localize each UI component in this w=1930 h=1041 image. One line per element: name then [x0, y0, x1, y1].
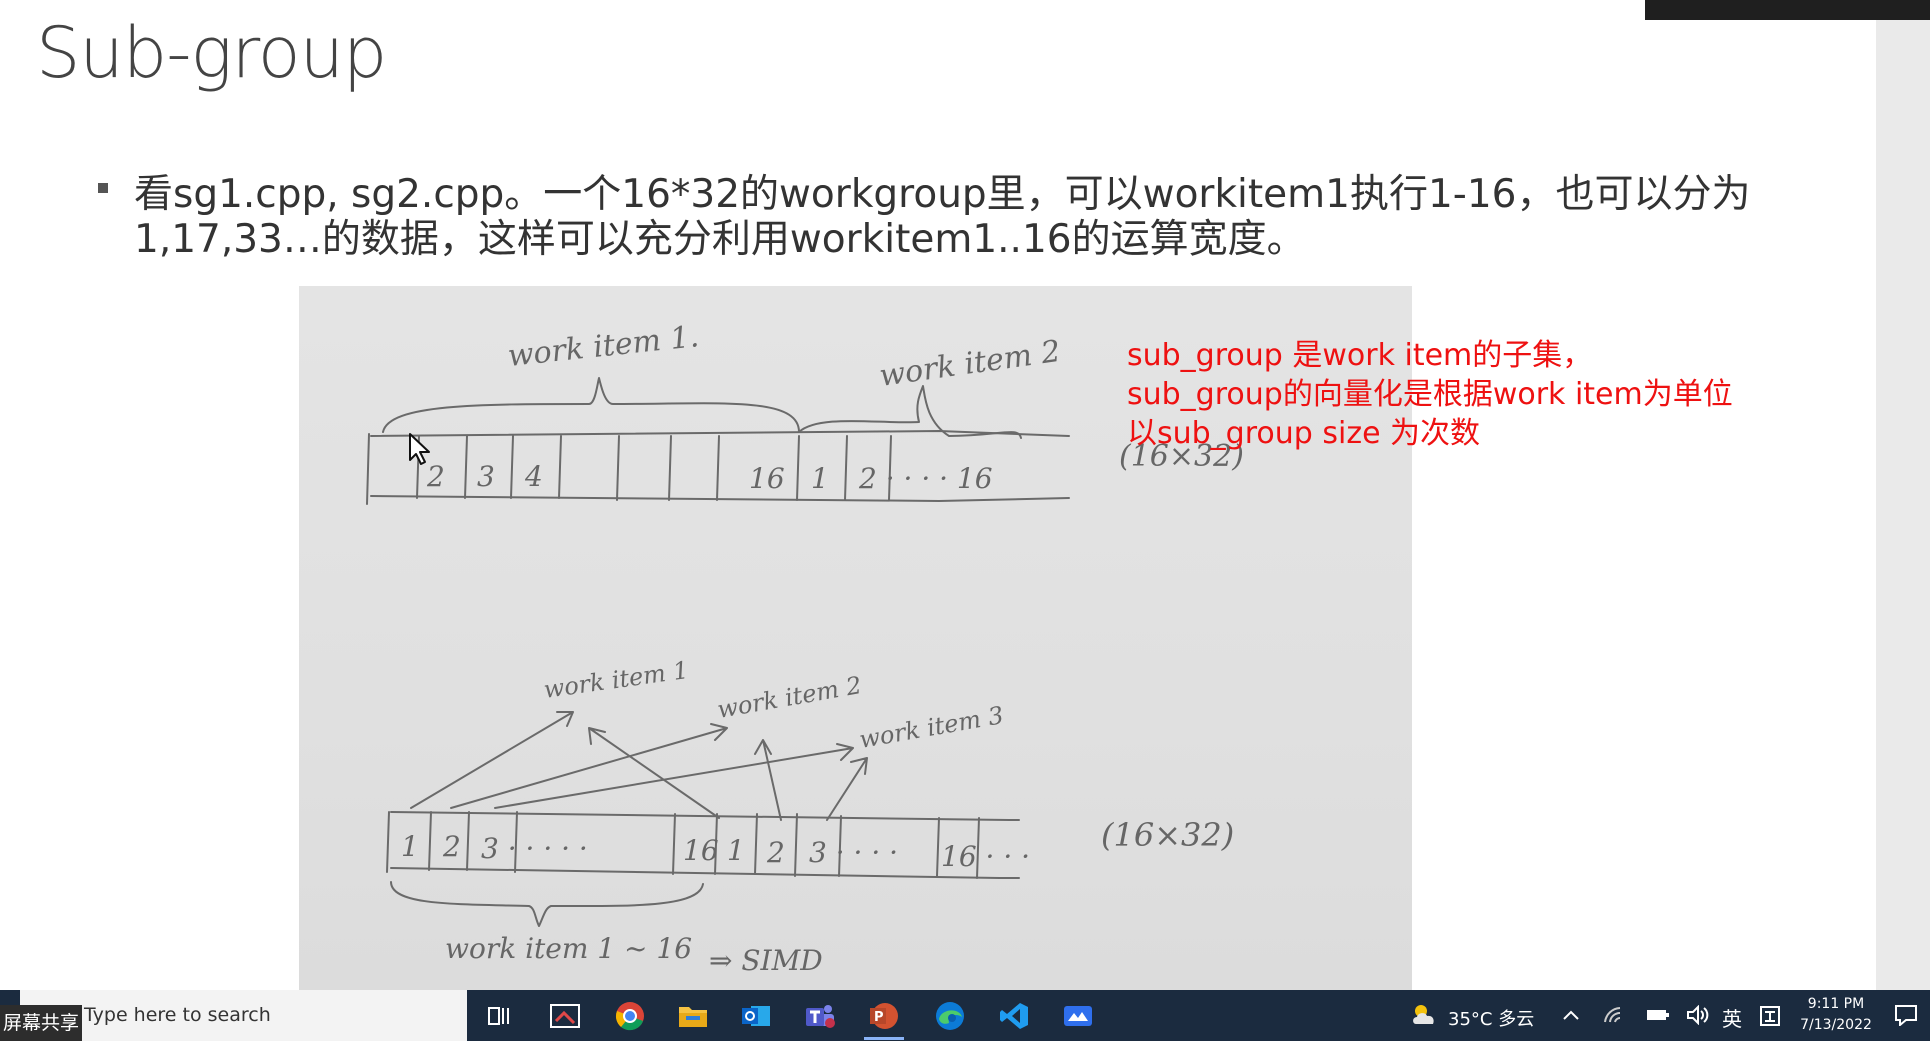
label-bottom-work-item-3: work item 3: [857, 701, 1005, 754]
file-explorer-icon[interactable]: [675, 1000, 711, 1032]
slide-title: Sub-group: [36, 12, 387, 94]
weather-text[interactable]: 35°C 多云: [1448, 1009, 1535, 1030]
vscode-icon[interactable]: [996, 1000, 1032, 1032]
right-side-panel: [1876, 0, 1930, 990]
bottom-cell-16b: 16 · · ·: [941, 840, 1030, 873]
meeting-banner: [1645, 0, 1930, 20]
note-line-2: sub_group的向量化是根据work item为单位: [1127, 377, 1733, 412]
presentation-slide: Sub-group 看sg1.cpp, sg2.cpp。一个16*32的work…: [36, 12, 1751, 990]
top-dims: (16×32): [1119, 439, 1244, 474]
ime-indicator[interactable]: 英: [1722, 1007, 1742, 1031]
label-bottom-work-item-1: work item 1: [542, 656, 690, 704]
search-placeholder: Type here to search: [84, 1004, 271, 1026]
label-bottom-work-item-2: work item 2: [715, 671, 863, 724]
edge-icon[interactable]: [932, 1000, 968, 1032]
bottom-dims: (16×32): [1101, 816, 1234, 854]
simd-label: ⇒ SIMD: [709, 944, 823, 977]
mouse-cursor-icon: [409, 433, 430, 465]
note-line-1: sub_group 是work item的子集，: [1127, 338, 1593, 373]
bottom-cell-3: 3 · · · · ·: [481, 832, 588, 865]
top-cell-2b: 2 · · · · 16: [858, 462, 993, 495]
brace-work-item-1: [382, 377, 800, 433]
brace-bottom: [390, 881, 704, 927]
meeting-app-icon[interactable]: [1060, 1000, 1096, 1032]
bullet-marker: [98, 183, 108, 193]
handwritten-diagram-photo: work item 1. work item 2 2 3 4 16 1 2 · …: [299, 286, 1412, 990]
wifi-icon[interactable]: [1602, 1004, 1626, 1026]
bottom-cell-1b: 1: [727, 834, 745, 867]
sketch-drawing: work item 1. work item 2 2 3 4 16 1 2 · …: [366, 319, 1244, 977]
taskbar-clock[interactable]: 9:11 PM 7/13/2022: [1796, 994, 1876, 1036]
clock-time: 9:11 PM: [1807, 996, 1865, 1012]
battery-icon[interactable]: [1646, 1008, 1670, 1022]
bottom-cell-2: 2: [442, 830, 461, 863]
label-top-work-item-1: work item 1.: [506, 319, 700, 374]
top-cell-2: 2: [426, 460, 445, 493]
top-cell-3: 3: [477, 460, 495, 493]
arrow-1: [410, 711, 574, 809]
top-strip-bottom-edge: [370, 495, 1070, 502]
arrow-6: [826, 757, 868, 821]
note-line-3: 以sub_group size 为次数: [1127, 416, 1481, 451]
arrow-4: [588, 727, 720, 819]
svg-text:P: P: [874, 1010, 884, 1025]
slide-bullet-text: 看sg1.cpp, sg2.cpp。一个16*32的workgroup里，可以w…: [134, 172, 1751, 262]
teams-icon[interactable]: [802, 1000, 838, 1032]
bottom-strip-bottom-edge: [390, 867, 1020, 879]
notification-icon[interactable]: [1894, 1004, 1918, 1026]
arrow-3: [494, 743, 854, 809]
taskbar-search-box[interactable]: Type here to search: [20, 990, 467, 1041]
task-view-icon[interactable]: [482, 1000, 518, 1032]
top-cell-1b: 1: [811, 462, 829, 495]
snipping-tool-icon[interactable]: [547, 1000, 583, 1032]
label-top-work-item-2: work item 2: [877, 334, 1062, 394]
bottom-strip-top-edge: [390, 811, 1020, 821]
arrow-5: [754, 739, 782, 821]
bottom-cell-3b: 3 · · · ·: [809, 836, 898, 869]
bottom-cell-2b: 2: [766, 836, 785, 869]
input-mode-icon[interactable]: [1760, 1006, 1780, 1026]
outlook-icon[interactable]: [738, 1000, 774, 1032]
chevron-up-icon[interactable]: [1562, 1008, 1580, 1022]
top-cell-16: 16: [749, 462, 785, 495]
chrome-icon[interactable]: [612, 1000, 648, 1032]
bottom-cell-1: 1: [401, 830, 419, 863]
powerpoint-icon[interactable]: P: [866, 1000, 902, 1032]
top-cell-4: 4: [524, 460, 543, 493]
speaker-icon[interactable]: [1686, 1005, 1710, 1025]
bottom-caption: work item 1 ~ 16: [445, 932, 692, 965]
red-annotation: sub_group 是work item的子集， sub_group的向量化是根据…: [1127, 336, 1733, 453]
brace-work-item-2: [798, 385, 1022, 439]
powerpoint-active-indicator: [864, 1037, 904, 1040]
bottom-cell-16: 16: [683, 834, 719, 867]
screen-share-tag[interactable]: 屏幕共享: [0, 1005, 82, 1041]
clock-date: 7/13/2022: [1800, 1017, 1872, 1033]
weather-cloud-sun-icon[interactable]: [1410, 1002, 1440, 1028]
top-strip-top-edge: [370, 430, 1070, 437]
arrow-2: [450, 723, 728, 809]
